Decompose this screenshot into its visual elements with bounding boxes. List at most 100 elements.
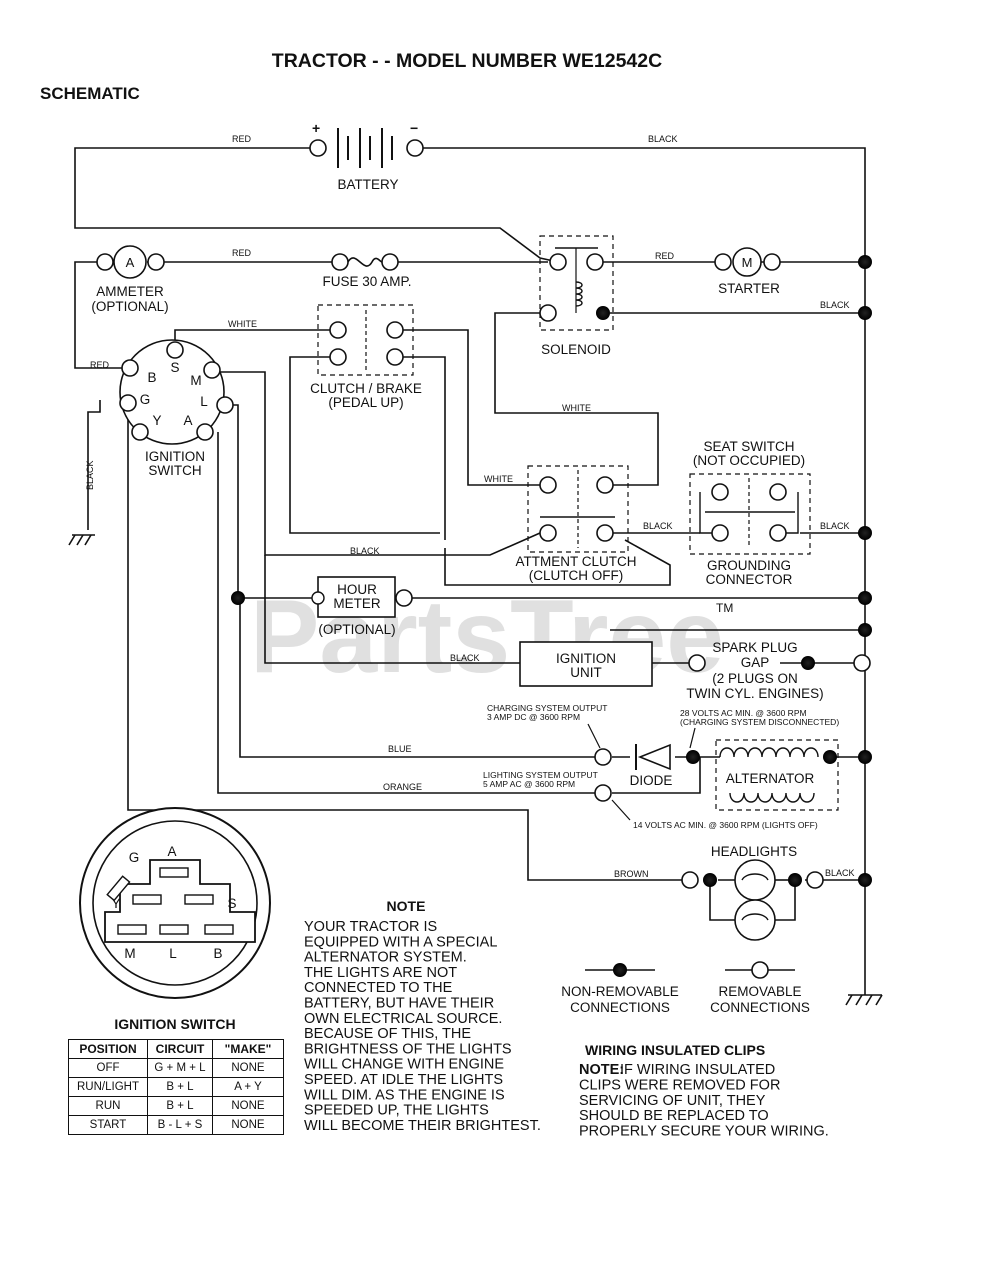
note-line: WILL BECOME THEIR BRIGHTEST. <box>304 1118 541 1134</box>
ignition-unit: IGNITION UNIT <box>519 641 653 687</box>
hour-meter-optional-label: (OPTIONAL) <box>318 622 395 637</box>
table-cell-position: RUN/LIGHT <box>68 1077 148 1097</box>
ignition-terminal-l: L <box>200 394 208 409</box>
ground-bus-connections <box>231 255 872 887</box>
diode-label: DIODE <box>630 773 673 788</box>
battery-plus-sign: + <box>312 120 320 136</box>
headlights-label: HEADLIGHTS <box>711 844 797 859</box>
clips-title: WIRING INSULATED CLIPS <box>585 1042 765 1058</box>
hour-meter: HOUR METER (OPTIONAL) <box>311 576 413 637</box>
table-header-position: POSITION <box>68 1039 148 1059</box>
ammeter-label: AMMETER <box>96 284 164 299</box>
hour-meter-label-2: METER <box>333 596 381 611</box>
spark-plug-count-label: (2 PLUGS ON <box>712 671 798 686</box>
clutch-brake-switch: CLUTCH / BRAKE (PEDAL UP) <box>310 304 422 410</box>
starter-symbol: M <box>742 255 753 270</box>
clips-line: CLIPS WERE REMOVED FOR <box>579 1077 780 1093</box>
schematic-heading: SCHEMATIC <box>40 84 140 103</box>
ignition-switch-label-2: SWITCH <box>148 463 201 478</box>
note-line: WILL DIM. AS THE ENGINE IS <box>304 1087 505 1103</box>
ignition-switch: B S M G L Y A IGNITION SWITCH <box>119 339 234 478</box>
wire-label-black-ignition-unit: BLACK <box>450 653 480 663</box>
table-cell-position: OFF <box>68 1058 148 1078</box>
plug-terminal-s: S <box>227 896 236 911</box>
attachment-clutch-state-label: (CLUTCH OFF) <box>529 568 624 583</box>
wire-label-blue: BLUE <box>388 744 412 754</box>
wire-label-black-top: BLACK <box>648 134 678 144</box>
ignition-plug-caption: IGNITION SWITCH <box>114 1016 235 1032</box>
diode: DIODE <box>594 743 673 802</box>
table-cell-make: A + Y <box>212 1077 284 1097</box>
ignition-switch-table: POSITION CIRCUIT "MAKE" OFF G + M + L NO… <box>68 1039 284 1135</box>
note-line: EQUIPPED WITH A SPECIAL <box>304 934 497 950</box>
attachment-clutch-label: ATTMENT CLUTCH <box>516 554 637 569</box>
battery-minus-sign: − <box>410 120 418 136</box>
spark-plug-engine-label: TWIN CYL. ENGINES) <box>686 686 823 701</box>
fuse: FUSE 30 AMP. <box>322 253 412 289</box>
wire-label-red-fuse: RED <box>232 248 252 258</box>
legend-removable-label: REMOVABLE <box>718 984 801 999</box>
table-header-make: "MAKE" <box>212 1039 284 1059</box>
wire-label-white-attach: WHITE <box>484 474 513 484</box>
ground-symbol-left <box>68 534 92 546</box>
note-line: BECAUSE OF THIS, THE <box>304 1026 471 1042</box>
battery: + − BATTERY <box>309 120 424 192</box>
table-cell-make: NONE <box>212 1115 284 1135</box>
alternator-label: ALTERNATOR <box>726 771 815 786</box>
table-cell-circuit: B - L + S <box>147 1115 213 1135</box>
clips-line: IF WIRING INSULATED <box>620 1062 775 1078</box>
charging-output-value: 3 AMP DC @ 3600 RPM <box>487 712 580 722</box>
table-row: RUN/LIGHT B + L A + Y <box>68 1077 284 1097</box>
wire-label-red-top: RED <box>232 134 252 144</box>
ac-charging-label: 28 VOLTS AC MIN. @ 3600 RPM <box>680 708 807 718</box>
ac-charging-condition: (CHARGING SYSTEM DISCONNECTED) <box>680 717 839 727</box>
table-cell-position: RUN <box>68 1096 148 1116</box>
ignition-terminal-a: A <box>183 413 192 428</box>
battery-label: BATTERY <box>337 177 398 192</box>
ignition-terminal-s: S <box>170 360 179 375</box>
seat-switch-state-label: (NOT OCCUPIED) <box>693 453 805 468</box>
table-cell-circuit: G + M + L <box>147 1058 213 1078</box>
wire-label-red-ignition: RED <box>90 360 110 370</box>
page-title: TRACTOR - - MODEL NUMBER WE12542C <box>272 50 662 72</box>
plug-terminal-a: A <box>167 844 176 859</box>
legend-non-removable-label: NON-REMOVABLE <box>561 984 679 999</box>
note-line: ALTERNATOR SYSTEM. <box>304 950 467 966</box>
ammeter: A AMMETER (OPTIONAL) <box>91 245 169 314</box>
note-line: BRIGHTNESS OF THE LIGHTS <box>304 1041 512 1057</box>
wire-label-black-solenoid: BLACK <box>820 300 850 310</box>
hour-meter-label: HOUR <box>337 582 377 597</box>
wire-label-white-mid: WHITE <box>562 403 591 413</box>
solenoid: SOLENOID <box>539 235 614 357</box>
legend-removable-label-2: CONNECTIONS <box>710 1000 810 1015</box>
watermark-tm: TM <box>716 601 733 615</box>
table-cell-circuit: B + L <box>147 1077 213 1097</box>
ignition-terminal-b: B <box>147 370 156 385</box>
seat-switch: SEAT SWITCH (NOT OCCUPIED) GROUNDING CON… <box>689 439 811 587</box>
clips-line: SERVICING OF UNIT, THEY <box>579 1093 766 1109</box>
spark-plug: SPARK PLUG GAP (2 PLUGS ON TWIN CYL. ENG… <box>686 640 871 701</box>
ammeter-optional-label: (OPTIONAL) <box>91 299 168 314</box>
clips-line: SHOULD BE REPLACED TO <box>579 1108 769 1124</box>
note-line: SPEEDED UP, THE LIGHTS <box>304 1103 489 1119</box>
table-header-circuit: CIRCUIT <box>147 1039 213 1059</box>
connection-legend: NON-REMOVABLE CONNECTIONS REMOVABLE CONN… <box>561 961 810 1015</box>
note-line: THE LIGHTS ARE NOT <box>304 965 457 981</box>
ignition-terminal-y: Y <box>152 413 161 428</box>
plug-terminal-m: M <box>124 946 135 961</box>
grounding-connector-label-2: CONNECTOR <box>706 572 793 587</box>
starter-motor: M STARTER <box>714 247 781 296</box>
wire-label-black-attach: BLACK <box>643 521 673 531</box>
table-cell-make: NONE <box>212 1058 284 1078</box>
note-line: BATTERY, BUT HAVE THEIR <box>304 996 494 1012</box>
wire-label-black-ground: BLACK <box>85 460 95 490</box>
clips-note-label: NOTE: <box>579 1062 624 1078</box>
attachment-clutch-switch: ATTMENT CLUTCH (CLUTCH OFF) <box>516 465 637 583</box>
table-row: START B - L + S NONE <box>68 1115 284 1135</box>
spark-plug-gap-label: GAP <box>741 655 770 670</box>
note-line: SPEED. AT IDLE THE LIGHTS <box>304 1072 503 1088</box>
plug-terminal-g: G <box>129 850 140 865</box>
table-row: OFF G + M + L NONE <box>68 1058 284 1078</box>
plug-terminal-b: B <box>213 946 222 961</box>
